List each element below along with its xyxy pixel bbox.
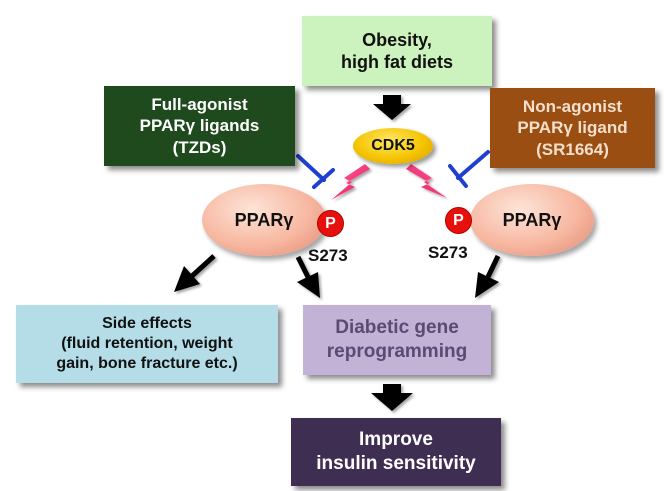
improve-insulin-sensitivity-node: Improve insulin sensitivity bbox=[291, 418, 501, 486]
non-agonist-line-2: PPARγ ligand bbox=[517, 118, 628, 138]
improve-line-2: insulin sensitivity bbox=[316, 453, 476, 474]
site-label-left: S273 bbox=[308, 246, 348, 265]
arrow-ppar-left-to-diabetic bbox=[295, 255, 320, 298]
obesity-line-1: Obesity, bbox=[362, 29, 432, 50]
ppar-gamma-right-node: PPARγ bbox=[470, 184, 594, 256]
diabetic-line-1: Diabetic gene bbox=[335, 317, 459, 339]
arrow-ppar-right-to-diabetic bbox=[475, 254, 501, 298]
phosphorylation-badge-right: P bbox=[445, 207, 472, 234]
obesity-line-2: high fat diets bbox=[341, 52, 453, 72]
full-agonist-line-1: Full-agonist bbox=[151, 95, 248, 115]
inhibition-left bbox=[296, 154, 335, 189]
side-effects-line-2: (fluid retention, weight bbox=[61, 335, 233, 352]
full-agonist-node: Full-agonist PPARγ ligands (TZDs) bbox=[104, 86, 295, 166]
side-effects-node: Side effects (fluid retention, weight ga… bbox=[16, 305, 278, 383]
arrow-diabetic-to-improve bbox=[371, 384, 413, 411]
non-agonist-node: Non-agonist PPARγ ligand (SR1664) bbox=[490, 88, 655, 168]
site-label-right: S273 bbox=[428, 243, 468, 262]
diabetic-gene-reprogramming-node: Diabetic gene reprogramming bbox=[303, 305, 491, 375]
arrow-ppar-to-side-effects bbox=[174, 254, 216, 292]
arrow-obesity-to-cdk5 bbox=[373, 95, 411, 120]
lightning-bolt-right bbox=[406, 164, 447, 198]
cdk5-node: CDK5 bbox=[353, 128, 433, 164]
non-agonist-line-1: Non-agonist bbox=[522, 97, 623, 117]
phosphorylation-badge-left: P bbox=[317, 210, 344, 237]
improve-line-1: Improve bbox=[359, 429, 433, 451]
full-agonist-line-2: PPARγ ligands bbox=[139, 116, 260, 136]
side-effects-line-3: gain, bone fracture etc.) bbox=[56, 355, 238, 372]
side-effects-line-1: Side effects bbox=[102, 315, 192, 332]
diabetic-line-2: reprogramming bbox=[326, 341, 468, 362]
lightning-bolt-left bbox=[331, 164, 370, 200]
non-agonist-line-3: (SR1664) bbox=[536, 139, 609, 159]
obesity-node: Obesity, high fat diets bbox=[302, 16, 492, 86]
full-agonist-line-3: (TZDs) bbox=[172, 137, 227, 157]
inhibition-right bbox=[448, 150, 490, 188]
ppar-gamma-left-node: PPARγ bbox=[202, 184, 326, 256]
